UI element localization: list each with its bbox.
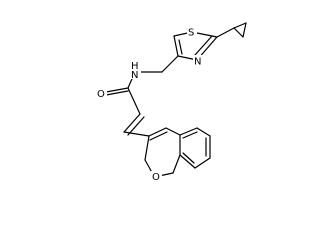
bond xyxy=(165,127,181,136)
bond xyxy=(194,35,213,56)
molecule-canvas: S N H N O O xyxy=(96,22,247,183)
bond xyxy=(178,39,183,55)
cyclopropyl-ring xyxy=(233,22,247,38)
thiazole-nitrogen-label: N xyxy=(194,57,201,68)
bond xyxy=(242,22,247,38)
carbonyl-oxygen-label: O xyxy=(97,89,105,100)
atom-labels: S N H N O O xyxy=(96,26,203,183)
bond xyxy=(105,87,129,93)
methylene-linker xyxy=(134,55,179,73)
bond xyxy=(182,152,195,164)
bond xyxy=(127,87,141,115)
bond xyxy=(233,22,247,29)
pyran-ring xyxy=(144,127,181,177)
bond xyxy=(161,55,179,73)
bond xyxy=(148,127,167,137)
bond xyxy=(127,116,145,136)
bond xyxy=(194,157,211,169)
bond xyxy=(196,127,211,137)
structure-diagram: S N H N O O xyxy=(96,22,247,183)
bond xyxy=(216,27,235,38)
sulfur-atom-label: S xyxy=(188,28,194,39)
amide-hydrogen-label: H xyxy=(131,61,139,72)
bond xyxy=(149,131,168,141)
bond xyxy=(172,154,181,174)
bond xyxy=(179,154,196,169)
amide-nitrogen-label: N xyxy=(131,70,138,81)
bond xyxy=(144,135,150,161)
benzene-ring xyxy=(179,127,211,169)
chromene-oxygen-label: O xyxy=(152,172,160,183)
thiazole-ring xyxy=(173,27,235,61)
bond xyxy=(105,90,129,96)
bond xyxy=(233,27,244,38)
vinyl-linker xyxy=(123,113,150,137)
bond xyxy=(182,131,198,139)
bond xyxy=(179,127,198,136)
bond xyxy=(173,35,179,57)
bond xyxy=(123,113,141,133)
bond xyxy=(123,131,150,137)
